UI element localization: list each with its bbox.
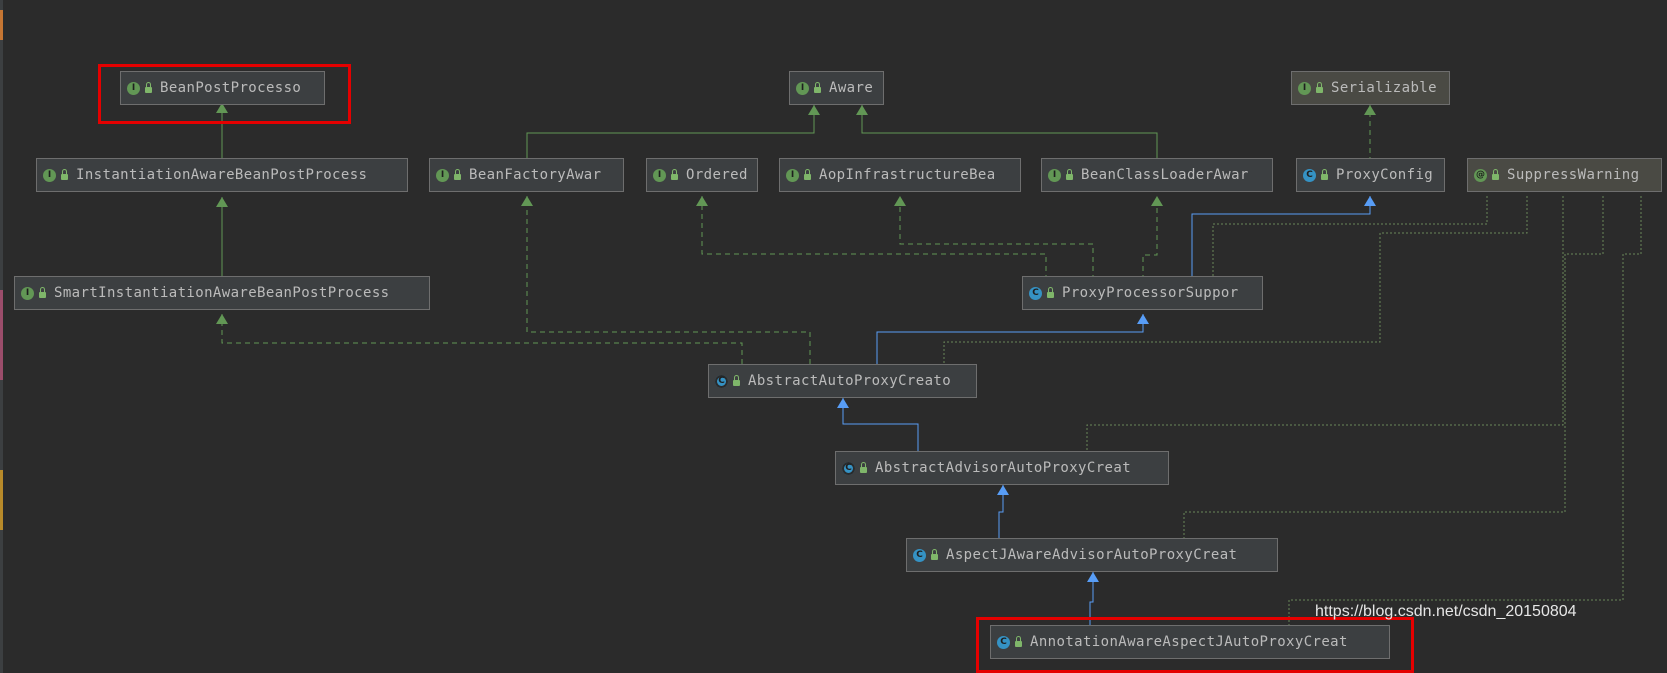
node-label: InstantiationAwareBeanPostProcess bbox=[76, 167, 368, 183]
node-suppress-warnings[interactable]: @ SuppressWarning bbox=[1467, 158, 1662, 192]
lock-icon bbox=[931, 549, 938, 560]
annotation-icon: @ bbox=[1474, 168, 1487, 182]
node-serializable[interactable]: I Serializable bbox=[1291, 71, 1450, 105]
lock-icon bbox=[454, 169, 461, 180]
interface-icon: I bbox=[786, 168, 799, 182]
node-aspectj-aware-advisor-auto-proxy-creator[interactable]: C AspectJAwareAdvisorAutoProxyCreat bbox=[906, 538, 1278, 572]
lock-icon bbox=[860, 462, 867, 473]
node-label: ProxyProcessorSuppor bbox=[1062, 285, 1239, 301]
edge-pps-to-beanclassloaderaware bbox=[1142, 196, 1158, 280]
node-label: AspectJAwareAdvisorAutoProxyCreat bbox=[946, 547, 1238, 563]
node-annotation-aware-aspectj-auto-proxy-creator[interactable]: C AnnotationAwareAspectJAutoProxyCreat bbox=[990, 625, 1390, 659]
interface-icon: I bbox=[1298, 81, 1311, 95]
node-bean-class-loader-aware[interactable]: I BeanClassLoaderAwar bbox=[1041, 158, 1273, 192]
watermark-url: https://blog.csdn.net/csdn_20150804 bbox=[1315, 603, 1577, 620]
node-label: BeanPostProcesso bbox=[160, 80, 302, 96]
class-icon: C bbox=[1029, 286, 1042, 300]
node-aware[interactable]: I Aware bbox=[789, 71, 884, 105]
abstract-class-icon: C bbox=[842, 461, 855, 475]
node-aop-infrastructure-bean[interactable]: I AopInfrastructureBea bbox=[779, 158, 1021, 192]
interface-icon: I bbox=[21, 286, 34, 300]
lock-icon bbox=[1047, 287, 1054, 298]
lock-icon bbox=[61, 169, 68, 180]
node-smart-instantiation-aware[interactable]: I SmartInstantiationAwareBeanPostProcess bbox=[14, 276, 430, 310]
edge-aapc-to-smart bbox=[221, 314, 743, 364]
node-label: BeanFactoryAwar bbox=[469, 167, 602, 183]
interface-icon: I bbox=[43, 168, 56, 182]
edge-pps-to-ordered bbox=[701, 196, 1047, 280]
lock-icon bbox=[804, 169, 811, 180]
lock-icon bbox=[733, 375, 740, 386]
lock-icon bbox=[1321, 169, 1328, 180]
lock-icon bbox=[1492, 169, 1499, 180]
highlight-box-annotationaware bbox=[976, 617, 1414, 673]
node-proxy-config[interactable]: C ProxyConfig bbox=[1296, 158, 1445, 192]
node-ordered[interactable]: I Ordered bbox=[646, 158, 758, 192]
highlight-box-beanpostprocessor bbox=[98, 64, 351, 124]
node-proxy-processor-support[interactable]: C ProxyProcessorSuppor bbox=[1022, 276, 1263, 310]
class-icon: C bbox=[1303, 168, 1316, 182]
node-label: AopInfrastructureBea bbox=[819, 167, 996, 183]
node-label: ProxyConfig bbox=[1336, 167, 1434, 183]
left-edge-strip bbox=[0, 0, 3, 673]
interface-icon: I bbox=[796, 81, 809, 95]
lock-icon bbox=[145, 82, 152, 93]
node-bean-factory-aware[interactable]: I BeanFactoryAwar bbox=[429, 158, 624, 192]
node-label: Serializable bbox=[1331, 80, 1437, 96]
class-icon: C bbox=[997, 635, 1010, 649]
lock-icon bbox=[814, 82, 821, 93]
edge-aaapc-to-aapc bbox=[842, 398, 919, 451]
edge-annotation-to-aspectj bbox=[1089, 572, 1094, 625]
edge-pps-to-proxyconfig bbox=[1191, 196, 1371, 280]
node-label: AbstractAdvisorAutoProxyCreat bbox=[875, 460, 1132, 476]
node-abstract-advisor-auto-proxy-creator[interactable]: C AbstractAdvisorAutoProxyCreat bbox=[835, 451, 1169, 485]
interface-icon: I bbox=[653, 168, 666, 182]
node-label: Aware bbox=[829, 80, 874, 96]
lock-icon bbox=[1015, 636, 1022, 647]
node-label: SuppressWarning bbox=[1507, 167, 1640, 183]
node-label: BeanClassLoaderAwar bbox=[1081, 167, 1249, 183]
lock-icon bbox=[671, 169, 678, 180]
lock-icon bbox=[1316, 82, 1323, 93]
node-label: AbstractAutoProxyCreato bbox=[748, 373, 952, 389]
lock-icon bbox=[1066, 169, 1073, 180]
edge-aspectj-to-aaapc bbox=[998, 485, 1004, 538]
node-instantiation-aware[interactable]: I InstantiationAwareBeanPostProcess bbox=[36, 158, 408, 192]
node-bean-post-processor[interactable]: I BeanPostProcesso bbox=[120, 71, 325, 105]
node-label: SmartInstantiationAwareBeanPostProcess bbox=[54, 285, 390, 301]
edge-aapc-to-pps bbox=[876, 314, 1144, 364]
interface-icon: I bbox=[1048, 168, 1061, 182]
interface-icon: I bbox=[436, 168, 449, 182]
abstract-class-icon: C bbox=[715, 374, 728, 388]
lock-icon bbox=[39, 287, 46, 298]
class-icon: C bbox=[913, 548, 926, 562]
edge-beanfactoryaware-to-aware bbox=[526, 105, 815, 162]
interface-icon: I bbox=[127, 81, 140, 95]
node-label: Ordered bbox=[686, 167, 748, 183]
node-label: AnnotationAwareAspectJAutoProxyCreat bbox=[1030, 634, 1348, 650]
edge-beanclassloaderaware-to-aware bbox=[861, 105, 1158, 162]
edge-pps-to-aopinfra bbox=[899, 196, 1094, 280]
suppresswarnings-links bbox=[943, 196, 1642, 625]
node-abstract-auto-proxy-creator[interactable]: C AbstractAutoProxyCreato bbox=[708, 364, 977, 398]
edge-aapc-to-beanfactoryaware bbox=[526, 196, 811, 364]
